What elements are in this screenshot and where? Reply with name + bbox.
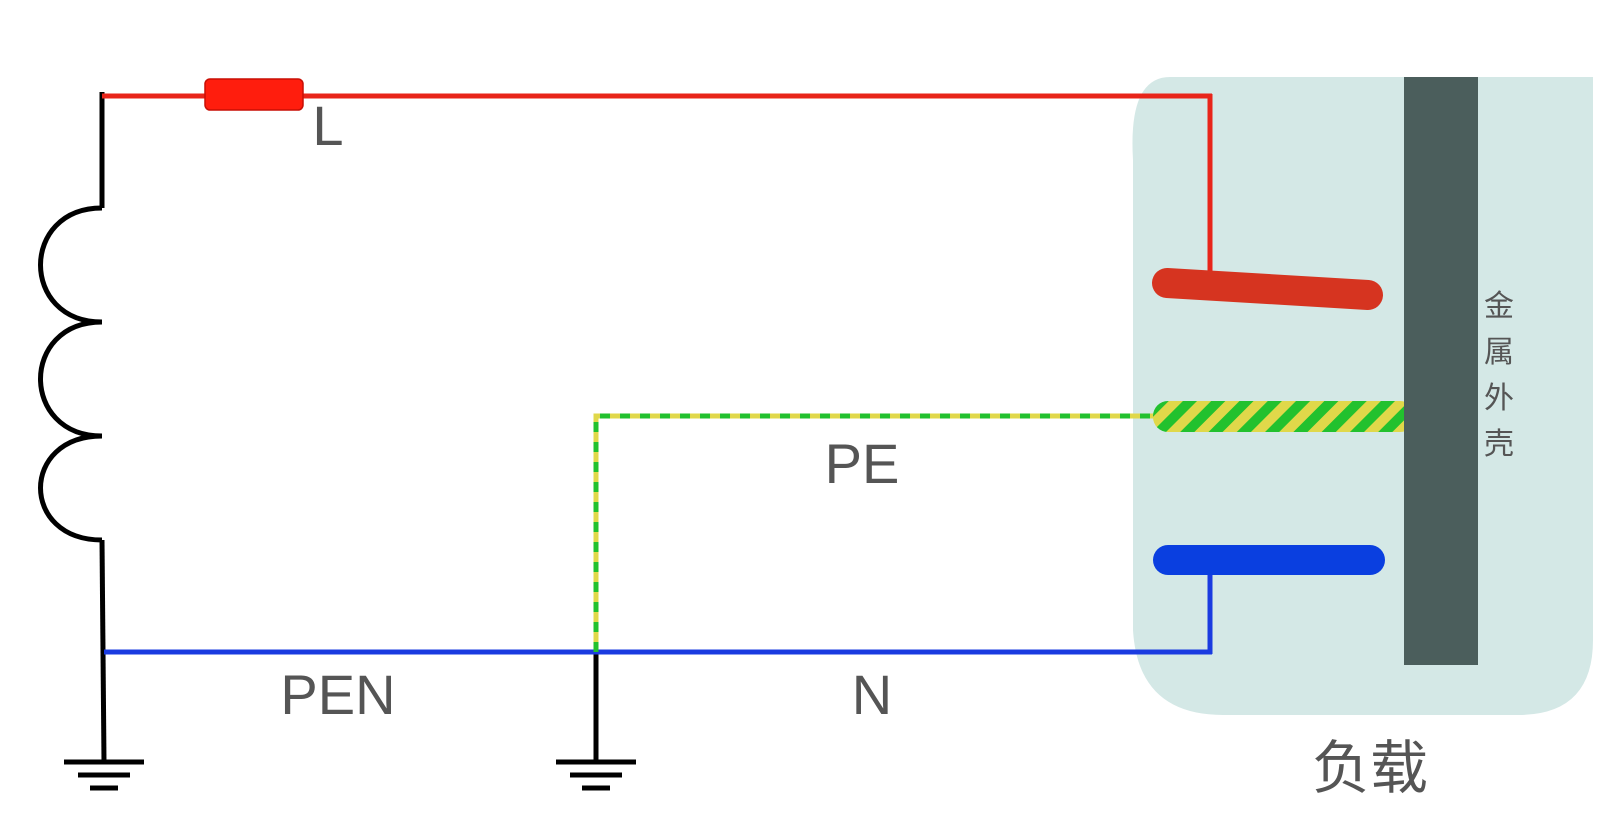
- enclosure-char: 金: [1484, 289, 1514, 324]
- enclosure-char: 属: [1484, 335, 1514, 370]
- label-metal-enclosure: 金 属 外 壳: [1484, 289, 1514, 462]
- pe-conductor: [593, 413, 1160, 652]
- ground-symbol-left: [64, 759, 144, 791]
- label-l: L: [312, 94, 343, 157]
- ground-symbol-middle: [556, 652, 636, 791]
- load-box: [1128, 77, 1593, 715]
- enclosure-char: 外: [1484, 381, 1514, 416]
- metal-enclosure: [1404, 77, 1478, 665]
- line-conductor: [102, 93, 1213, 274]
- pe-contact: [1153, 401, 1415, 432]
- neutral-contact: [1153, 545, 1385, 575]
- line-contact: [1152, 268, 1383, 310]
- neutral-conductor: [104, 574, 1213, 655]
- label-load: 负载: [1312, 734, 1428, 802]
- label-pen: PEN: [280, 663, 395, 726]
- label-pe: PE: [825, 432, 900, 495]
- label-n: N: [852, 663, 892, 726]
- fuse: [204, 78, 304, 111]
- transformer-winding: [38, 92, 107, 763]
- enclosure-char: 壳: [1484, 427, 1514, 462]
